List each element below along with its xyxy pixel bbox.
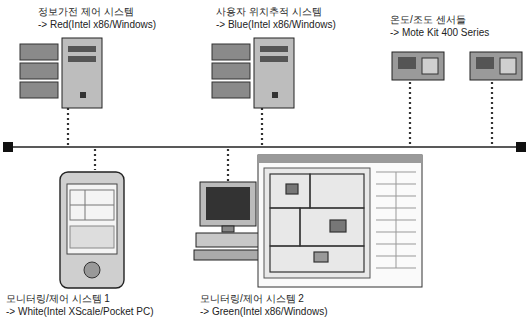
monitoring-screenshot — [258, 155, 422, 287]
monitoring-screenshot — [330, 220, 346, 232]
desktop-computer — [196, 233, 260, 247]
monitoring-screenshot — [270, 174, 310, 208]
server-group — [212, 44, 250, 60]
system-name: 모니터링/제어 시스템 1 — [6, 293, 110, 305]
monitoring-screenshot — [270, 174, 364, 272]
platform-spec: -> Green(Intel x86/Windows) — [200, 306, 328, 318]
desktop-computer — [194, 182, 262, 260]
network-bus — [3, 142, 13, 152]
monitoring-screenshot — [300, 208, 364, 246]
monitoring-screenshot — [264, 168, 370, 278]
sensor-mote — [476, 57, 494, 69]
system-name: 모니터링/제어 시스템 2 — [200, 293, 304, 305]
sensor-mote — [392, 52, 522, 80]
platform-spec: -> White(Intel XScale/Pocket PC) — [6, 306, 154, 318]
platform-spec: -> Red(Intel x86/Windows) — [38, 19, 156, 31]
sensor-mote — [398, 57, 416, 69]
sensor-mote — [392, 52, 444, 80]
dotted-link — [261, 108, 263, 145]
server-group — [260, 56, 288, 62]
server-group — [212, 38, 294, 108]
platform-spec: -> Mote Kit 400 Series — [390, 27, 489, 39]
monitoring-screenshot — [270, 208, 300, 246]
sensor-mote — [470, 52, 522, 80]
monitoring-screenshot — [258, 155, 422, 163]
server-group — [80, 92, 86, 98]
desktop-computer — [200, 182, 256, 226]
sensor-mote — [422, 58, 438, 74]
monitoring-screenshot — [270, 246, 364, 272]
network-bus — [10, 146, 520, 148]
monitoring-screenshot — [286, 184, 298, 194]
system-name: 사용자 위치추적 시스템 — [216, 6, 322, 18]
pda-device — [60, 172, 124, 288]
network-bus — [516, 142, 526, 152]
pda-device — [70, 205, 114, 206]
pda-device — [60, 172, 124, 288]
pda-device — [84, 262, 100, 278]
server-group — [68, 46, 96, 52]
desktop-computer — [194, 250, 262, 260]
monitoring-screenshot — [314, 252, 328, 262]
system-name: 정보가전 제어 시스템 — [38, 6, 134, 18]
network-bus — [3, 142, 526, 152]
server-group — [20, 82, 58, 98]
pda-device — [67, 184, 117, 254]
sensor-mote — [500, 58, 516, 74]
server-group — [272, 92, 278, 98]
monitoring-screenshot — [310, 174, 364, 208]
server-group — [20, 38, 102, 108]
desktop-computer — [206, 187, 250, 220]
dotted-link — [409, 82, 411, 145]
system-name: 온도/조도 센서들 — [390, 14, 466, 26]
monitoring-screenshot — [258, 155, 422, 287]
dotted-link — [94, 149, 96, 170]
pda-device — [70, 226, 114, 248]
dotted-link — [491, 82, 493, 145]
platform-spec: -> Blue(Intel x86/Windows) — [216, 19, 336, 31]
dotted-link — [227, 149, 229, 182]
pda-device — [70, 190, 114, 220]
monitoring-screenshot — [376, 172, 416, 268]
desktop-computer — [222, 226, 234, 232]
server-group — [20, 63, 58, 79]
server-group — [212, 82, 250, 98]
server-group — [212, 63, 250, 79]
server-group — [68, 56, 96, 62]
server-group — [254, 38, 294, 108]
dotted-link — [67, 108, 69, 145]
monitoring-screenshot — [396, 172, 397, 268]
server-group — [20, 44, 58, 60]
server-group — [260, 46, 288, 52]
server-group — [62, 38, 102, 108]
